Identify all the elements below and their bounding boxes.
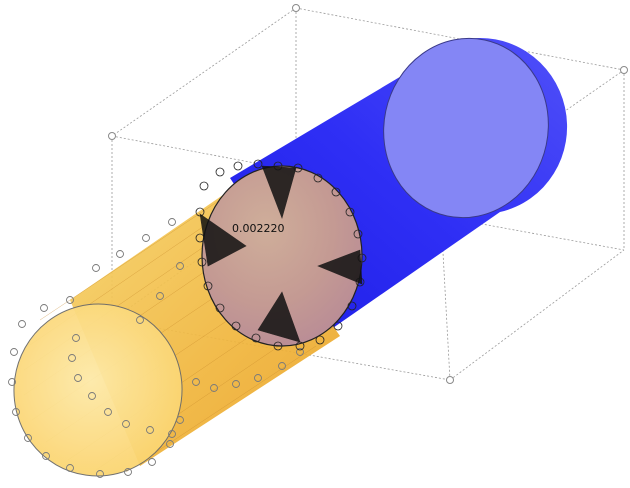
intersection-disk[interactable]: 0.002220 bbox=[195, 159, 367, 351]
intersection-value-label: 0.002220 bbox=[232, 222, 285, 235]
intersection-disk-fan-lines bbox=[199, 165, 363, 343]
blue-cylinder-cap bbox=[383, 37, 549, 219]
orange-cylinder-mesh-vertices bbox=[8, 218, 304, 478]
orange-cylinder-cap bbox=[13, 303, 183, 477]
intersection-disk-edge-loops bbox=[195, 159, 367, 351]
bounding-box-vertices bbox=[108, 4, 628, 384]
